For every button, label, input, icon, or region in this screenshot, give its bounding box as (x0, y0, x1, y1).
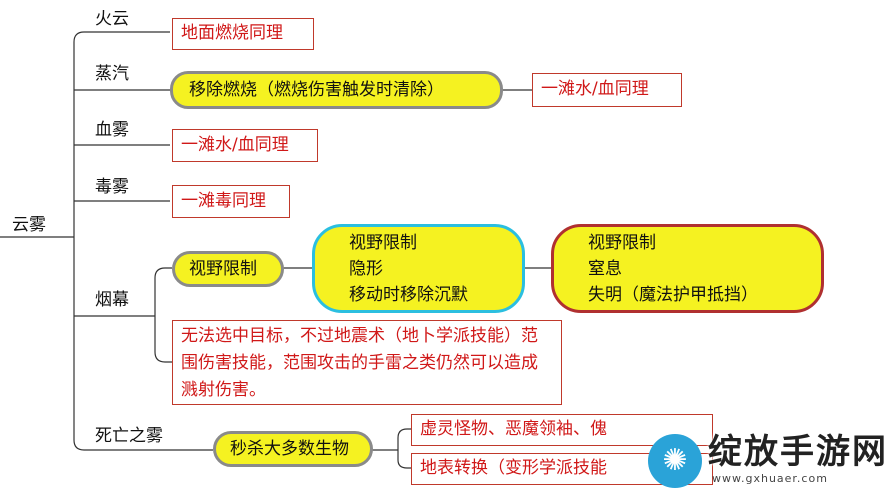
note-zhengqi: 一滩水/血同理 (532, 73, 682, 107)
cyan-box-line-2: 隐形 (349, 259, 383, 279)
branch-label-huoyun: 火云 (95, 9, 129, 29)
cyan-box-line-1: 视野限制 (349, 233, 417, 253)
pill-yanmu: 视野限制 (172, 251, 284, 287)
watermark-url: www.gxhuaer.com (712, 472, 828, 485)
octopus-logo-icon: ✺ (648, 434, 702, 488)
branch-label-zhengqi: 蒸汽 (95, 64, 129, 84)
root-label: 云雾 (12, 215, 46, 235)
red-box-yanmu: 视野限制 窒息 失明（魔法护甲抵挡） (551, 224, 824, 313)
cyan-box-yanmu: 视野限制 隐形 移动时移除沉默 (312, 224, 525, 313)
branch-label-xuewu: 血雾 (95, 120, 129, 140)
pill-siwang: 秒杀大多数生物 (213, 431, 373, 467)
note-yanmu: 无法选中目标，不过地震术（地卜学派技能）范围伤害技能，范围攻击的手雷之类仍然可以… (172, 320, 562, 405)
red-box-line-2: 窒息 (588, 259, 622, 279)
red-box-line-3: 失明（魔法护甲抵挡） (588, 285, 758, 305)
red-box-line-1: 视野限制 (588, 233, 656, 253)
note-siwang-1: 虚灵怪物、恶魔领袖、傀 (411, 414, 713, 446)
note-duwu: 一滩毒同理 (172, 185, 290, 218)
cyan-box-line-3: 移动时移除沉默 (349, 285, 468, 305)
note-huoyun: 地面燃烧同理 (172, 18, 314, 50)
note-xuewu: 一滩水/血同理 (172, 129, 318, 162)
branch-label-siwang: 死亡之雾 (95, 426, 163, 446)
branch-label-duwu: 毒雾 (95, 177, 129, 197)
watermark: ✺ 绽放手游网 www.gxhuaer.com (640, 428, 890, 488)
pill-zhengqi: 移除燃烧（燃烧伤害触发时清除） (170, 71, 503, 109)
branch-label-yanmu: 烟幕 (95, 290, 129, 310)
watermark-text: 绽放手游网 (708, 432, 888, 472)
